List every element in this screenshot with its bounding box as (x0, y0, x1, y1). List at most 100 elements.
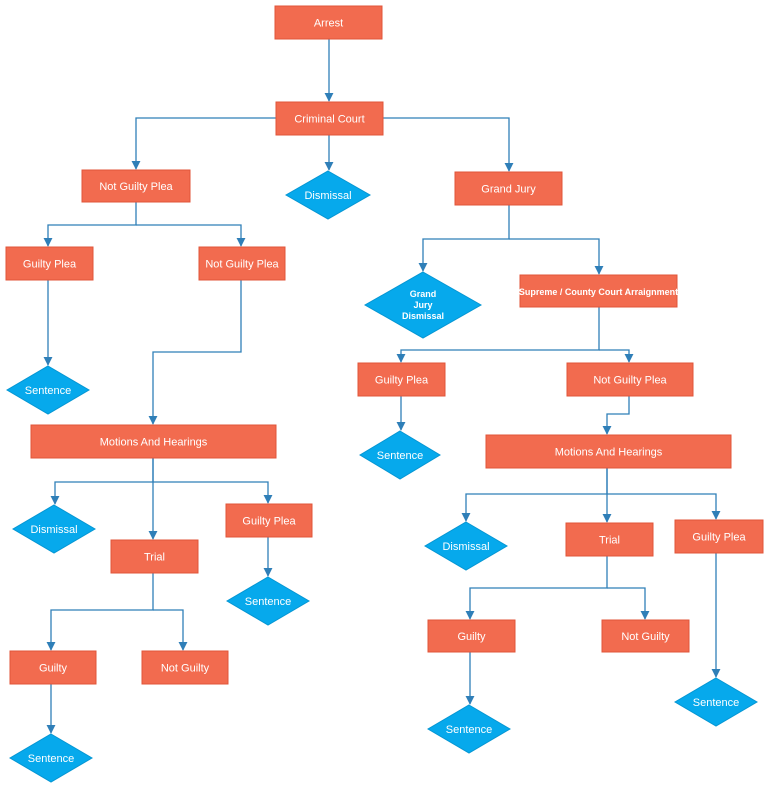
node-label: Sentence (245, 596, 291, 608)
node-label: Dismissal (442, 541, 489, 553)
process-box (198, 246, 286, 281)
node-label: Criminal Court (294, 114, 364, 126)
node-label: Sentence (25, 385, 71, 397)
edge-trial-2-to-not-guilty-2 (607, 587, 650, 620)
process-box (81, 169, 191, 203)
node-label: Not Guilty Plea (99, 181, 173, 193)
decision-diamond (12, 504, 96, 554)
node-label: Dismissal (30, 524, 77, 536)
node-arraignment: Supreme / County Court Arraignment (519, 274, 678, 308)
edge-arraignment-to-guilty-plea-2 (396, 307, 600, 363)
node-label: Guilty Plea (692, 532, 746, 544)
decision-diamond (427, 704, 511, 754)
node-arrest: Arrest (274, 5, 383, 40)
node-guilty-plea-2: Guilty Plea (357, 362, 446, 397)
node-guilty-plea-3: Guilty Plea (225, 503, 313, 538)
node-label: Motions And Hearings (555, 447, 663, 459)
node-not-guilty-1: Not Guilty (141, 650, 229, 685)
edge-not-guilty-plea-1-to-not-guilty-plea-2 (136, 224, 246, 247)
node-label: Guilty Plea (375, 375, 429, 387)
edge-not-guilty-plea-1-to-guilty-plea-1 (43, 202, 137, 247)
edge-trial-1-to-not-guilty-1 (153, 609, 188, 651)
node-dismissal-2: Dismissal (12, 504, 96, 554)
process-box (5, 246, 94, 281)
node-label: Not Guilty Plea (593, 375, 667, 387)
node-dismissal-1: Dismissal (284, 170, 372, 220)
node-sentence-5: Sentence (427, 704, 511, 754)
node-sentence-3: Sentence (226, 576, 310, 626)
process-box (225, 503, 313, 538)
node-label: Not Guilty Plea (205, 259, 279, 271)
process-box (110, 539, 199, 574)
decision-diamond (674, 677, 758, 727)
node-guilty-1: Guilty (9, 650, 97, 685)
process-box (274, 5, 383, 40)
node-label: Guilty Plea (242, 516, 296, 528)
node-not-guilty-plea-1: Not Guilty Plea (81, 169, 191, 203)
edge-trial-2-to-guilty-2 (465, 556, 608, 620)
node-label: Trial (599, 535, 620, 547)
node-label: Arrest (314, 18, 343, 30)
node-label: Sentence (446, 724, 492, 736)
node-not-guilty-plea-3: Not Guilty Plea (566, 362, 694, 397)
node-motions-hearings-2: Motions And Hearings (485, 434, 732, 469)
decision-diamond (363, 271, 483, 339)
node-label: Supreme / County Court Arraignment (519, 287, 678, 297)
process-box (9, 650, 97, 685)
process-box (601, 619, 690, 653)
process-box (357, 362, 446, 397)
node-label: Guilty Plea (23, 259, 77, 271)
node-grand-jury: Grand Jury (454, 171, 563, 206)
edge-arraignment-to-not-guilty-plea-3 (599, 349, 634, 363)
flow-connectors (43, 39, 721, 734)
edge-criminal-court-to-not-guilty-plea-1 (131, 117, 276, 170)
node-trial-2: Trial (565, 522, 654, 557)
edge-motions-hearings-1-to-guilty-plea-3 (153, 481, 273, 504)
decision-diamond (226, 576, 310, 626)
node-not-guilty-plea-2: Not Guilty Plea (198, 246, 286, 281)
decision-diamond (424, 521, 508, 571)
node-sentence-2: Sentence (359, 430, 441, 480)
node-guilty-plea-1: Guilty Plea (5, 246, 94, 281)
edge-trial-1-to-guilty-1 (46, 573, 154, 651)
node-label: Grand Jury (481, 184, 536, 196)
node-dismissal-3: Dismissal (424, 521, 508, 571)
node-sentence-6: Sentence (674, 677, 758, 727)
node-not-guilty-2: Not Guilty (601, 619, 690, 653)
edge-not-guilty-plea-2-to-motions-hearings-1 (148, 280, 242, 425)
node-label: Sentence (377, 450, 423, 462)
process-box (485, 434, 732, 469)
node-label: Motions And Hearings (100, 437, 208, 449)
edge-motions-hearings-1-to-dismissal-2 (50, 458, 154, 505)
edge-grand-jury-to-grand-jury-dismissal (418, 205, 510, 272)
process-box (519, 274, 678, 308)
process-box (674, 519, 764, 554)
process-box (30, 424, 277, 459)
node-label: Guilty (39, 663, 68, 675)
edge-criminal-court-to-grand-jury (383, 117, 514, 172)
node-label: Dismissal (304, 190, 351, 202)
decision-diamond (9, 733, 93, 783)
node-criminal-court: Criminal Court (275, 101, 384, 136)
decision-diamond (284, 170, 372, 220)
process-box (427, 619, 516, 653)
process-box (566, 362, 694, 397)
node-sentence-4: Sentence (9, 733, 93, 783)
node-label: Not Guilty (621, 631, 670, 643)
node-label: Trial (144, 552, 165, 564)
node-motions-hearings-1: Motions And Hearings (30, 424, 277, 459)
decision-diamond (6, 365, 90, 415)
node-label: Sentence (28, 753, 74, 765)
node-sentence-1: Sentence (6, 365, 90, 415)
node-guilty-2: Guilty (427, 619, 516, 653)
edge-not-guilty-plea-3-to-motions-hearings-2 (602, 396, 630, 435)
node-label: Not Guilty (161, 663, 210, 675)
process-box (275, 101, 384, 136)
edge-motions-hearings-2-to-guilty-plea-4 (607, 493, 721, 520)
node-label: Sentence (693, 697, 739, 709)
decision-diamond (359, 430, 441, 480)
